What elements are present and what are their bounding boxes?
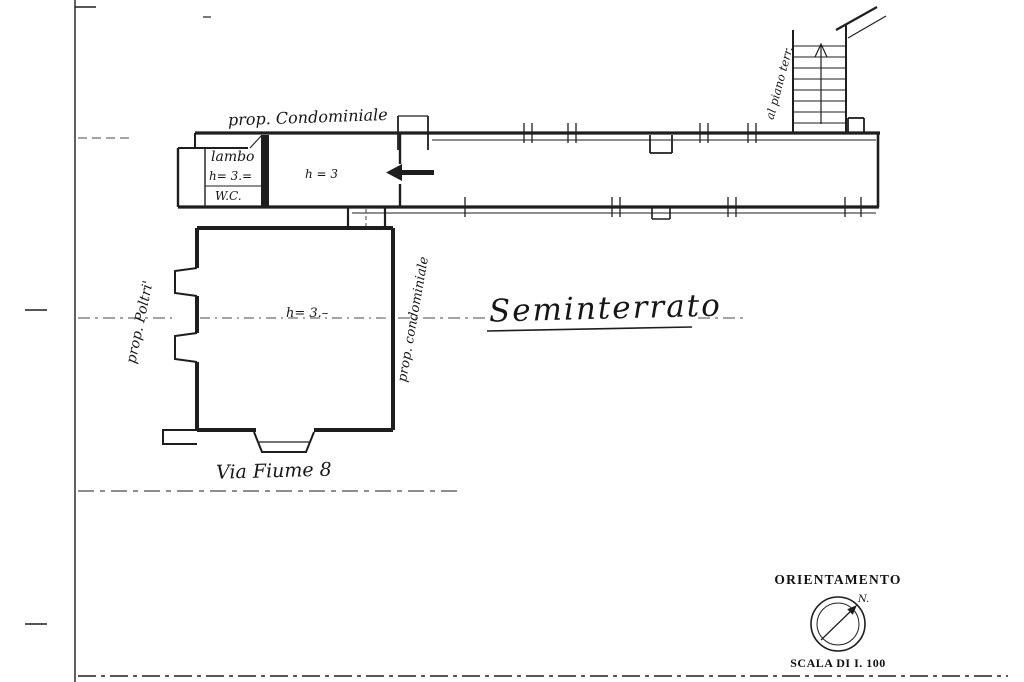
left-rooms — [176, 133, 387, 228]
room-label-height-main: h= 3.– — [286, 306, 329, 321]
scale-label: SCALA DI I. 100 — [790, 656, 886, 670]
entry-arrow-icon — [386, 164, 434, 181]
label-prop-condominiale-top: prop. Condominiale — [228, 105, 388, 130]
floor-title-group: Seminterrato — [486, 288, 722, 332]
compass-north-label: N. — [857, 594, 869, 605]
room-label-height-middle: h = 3 — [305, 167, 338, 181]
label-prop-poltri: prop. Poltri' — [123, 279, 156, 365]
stairs-up-arrow-icon — [814, 42, 828, 124]
orientation-title: ORIENTAMENTO — [774, 572, 901, 587]
corridor-walls — [178, 115, 880, 220]
compass-needle-icon — [847, 605, 857, 615]
street-label: Via Fiume 8 — [216, 459, 332, 484]
reference-dash-lines — [78, 137, 748, 492]
room-label-height-small: h= 3.= — [209, 169, 252, 183]
label-prop-condominiale-side: prop. condominiale — [395, 255, 432, 383]
room-label-lambo: lambo — [211, 149, 255, 165]
sheet-frame — [25, 0, 1008, 682]
compass-rose — [810, 596, 866, 652]
stairs-note-label: al piano terr. — [763, 45, 796, 121]
stairs — [792, 6, 887, 133]
floor-title: Seminterrato — [488, 288, 722, 330]
main-room — [162, 226, 395, 453]
room-label-wc: W.C. — [215, 189, 242, 203]
